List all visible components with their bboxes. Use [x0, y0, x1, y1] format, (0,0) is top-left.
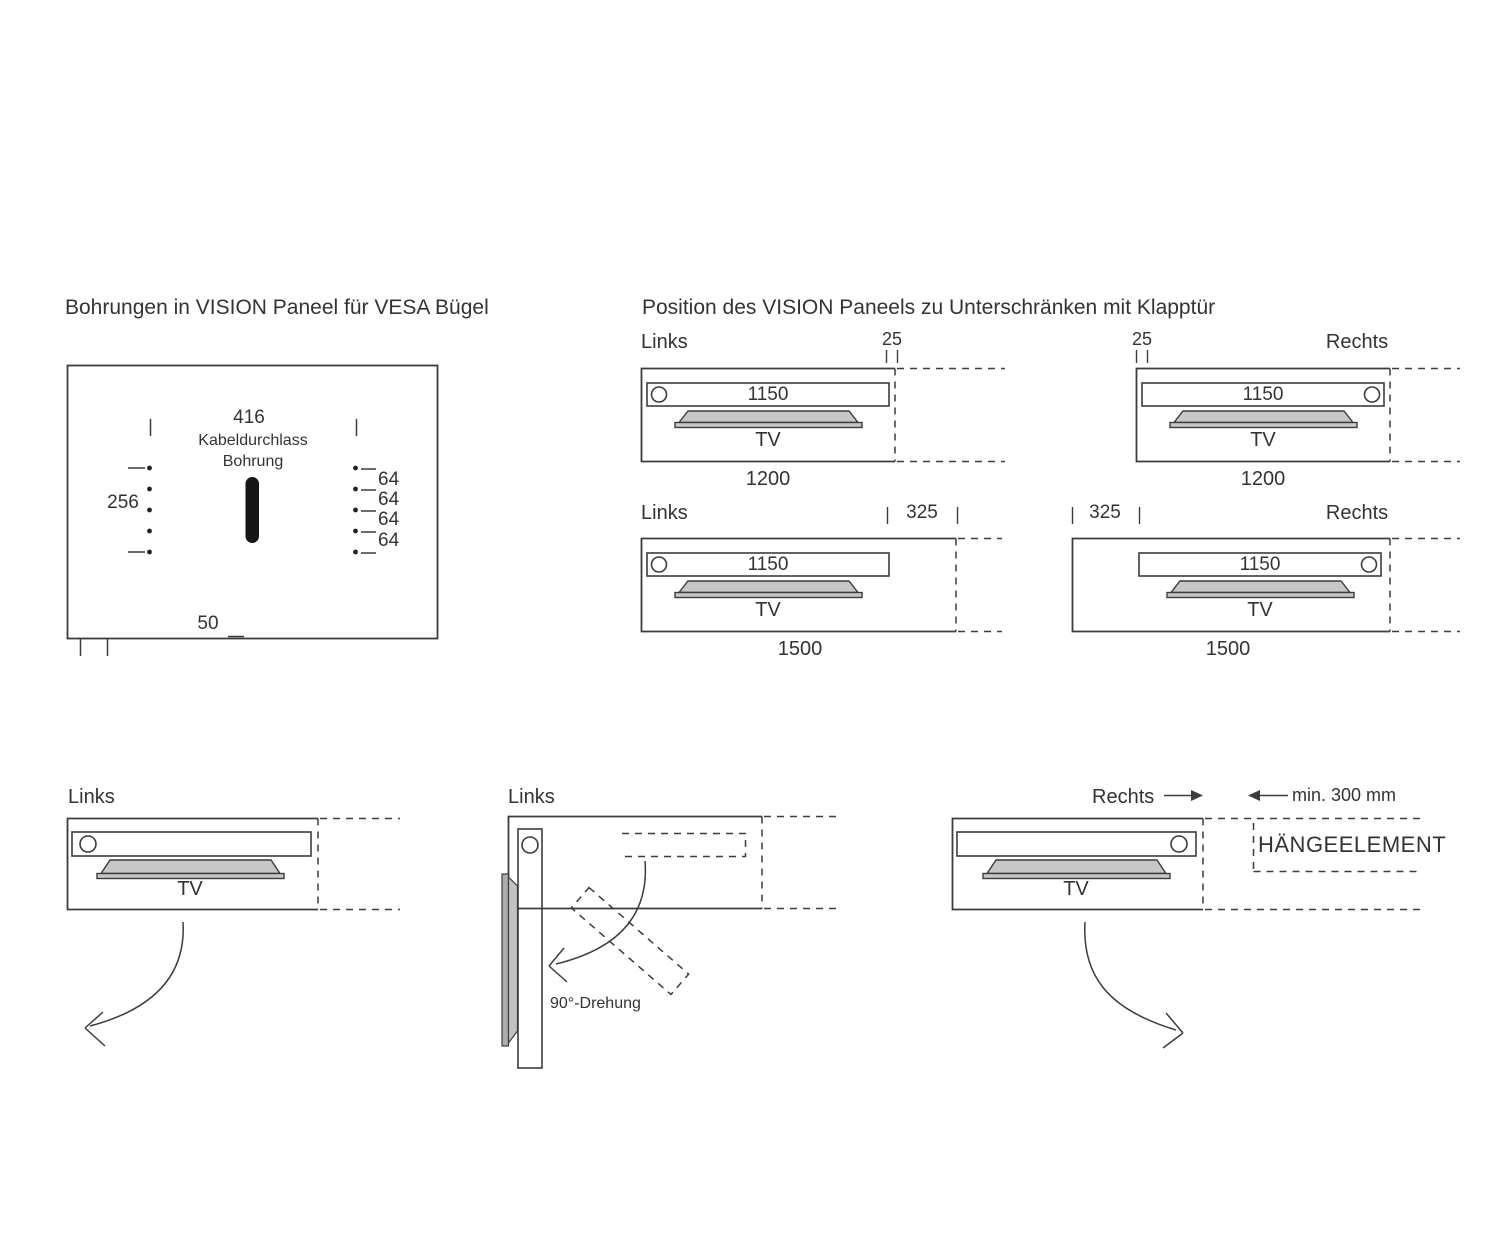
cabinet-links-1200 [640, 350, 1005, 463]
b3-side-label: Links [641, 502, 688, 524]
vesa-holes [147, 465, 358, 555]
rotation-ghost-45 [570, 886, 690, 996]
b3-cabinet-width: 1500 [777, 638, 823, 660]
b4-panel-width: 1150 [1239, 554, 1281, 575]
cabinet-links-1500 [640, 507, 1002, 633]
rotation-label: 90°-Drehung [550, 995, 641, 1012]
b2-cabinet-width: 1200 [1240, 468, 1286, 490]
b3-tv-label: TV [755, 599, 781, 621]
min-distance-label: min. 300 mm [1292, 785, 1397, 805]
cable-slot-label-2: Bohrung [222, 453, 284, 470]
rotated-panel [501, 828, 762, 1069]
swing-right-arrow [1084, 921, 1184, 1049]
swing-left-arrow [84, 921, 184, 1047]
hang-element-label: HÄNGEELEMENT [1258, 832, 1447, 857]
b1-tv-label: TV [755, 429, 781, 451]
dim-64-3: 64 [378, 509, 400, 530]
c3-side-label: Rechts [1092, 786, 1155, 808]
cable-slot [245, 477, 259, 543]
b4-cabinet-width: 1500 [1205, 638, 1251, 660]
rotation-cabinet [507, 815, 842, 910]
position-title: Position des VISION Paneels zu Unterschr… [642, 296, 1216, 319]
b2-tv-label: TV [1250, 429, 1276, 451]
b4-side-label: Rechts [1325, 502, 1389, 524]
b2-offset: 25 [1131, 329, 1153, 349]
dim-416: 416 [233, 407, 265, 428]
dim-50: 50 [197, 613, 219, 634]
swing-left-cabinet [66, 817, 400, 911]
rotation-arrow [548, 860, 647, 983]
vesa-hole-marks [128, 419, 376, 638]
swing-right-cabinet [951, 817, 1420, 911]
rechts-direction-arrow-icon [1164, 790, 1203, 801]
b3-panel-width: 1150 [747, 554, 789, 575]
cabinet-rechts-1200 [1135, 350, 1460, 463]
b1-offset: 25 [881, 329, 903, 349]
b2-panel-width: 1150 [1242, 384, 1284, 405]
b3-offset: 325 [906, 502, 938, 523]
hang-element-box [1252, 823, 1420, 873]
c2-side-label: Links [508, 786, 555, 808]
vesa-panel-outline [66, 364, 439, 656]
b4-offset: 325 [1089, 502, 1121, 523]
dim-64-2: 64 [378, 489, 400, 510]
cabinet-rechts-1500 [1071, 507, 1460, 633]
dim-64-4: 64 [378, 530, 400, 551]
dim-64-1: 64 [378, 469, 400, 490]
b1-side-label: Links [641, 331, 688, 353]
b2-side-label: Rechts [1325, 331, 1389, 353]
b1-panel-width: 1150 [747, 384, 789, 405]
b1-cabinet-width: 1200 [745, 468, 791, 490]
c1-side-label: Links [68, 786, 115, 808]
b4-tv-label: TV [1247, 599, 1273, 621]
c3-tv-label: TV [1063, 878, 1089, 900]
drilling-title: Bohrungen in VISION Paneel für VESA Büge… [65, 296, 489, 319]
dim-256: 256 [107, 492, 139, 513]
min-distance-arrow-icon [1248, 790, 1288, 801]
c1-tv-label: TV [177, 878, 203, 900]
cable-slot-label-1: Kabeldurchlass [198, 432, 308, 449]
